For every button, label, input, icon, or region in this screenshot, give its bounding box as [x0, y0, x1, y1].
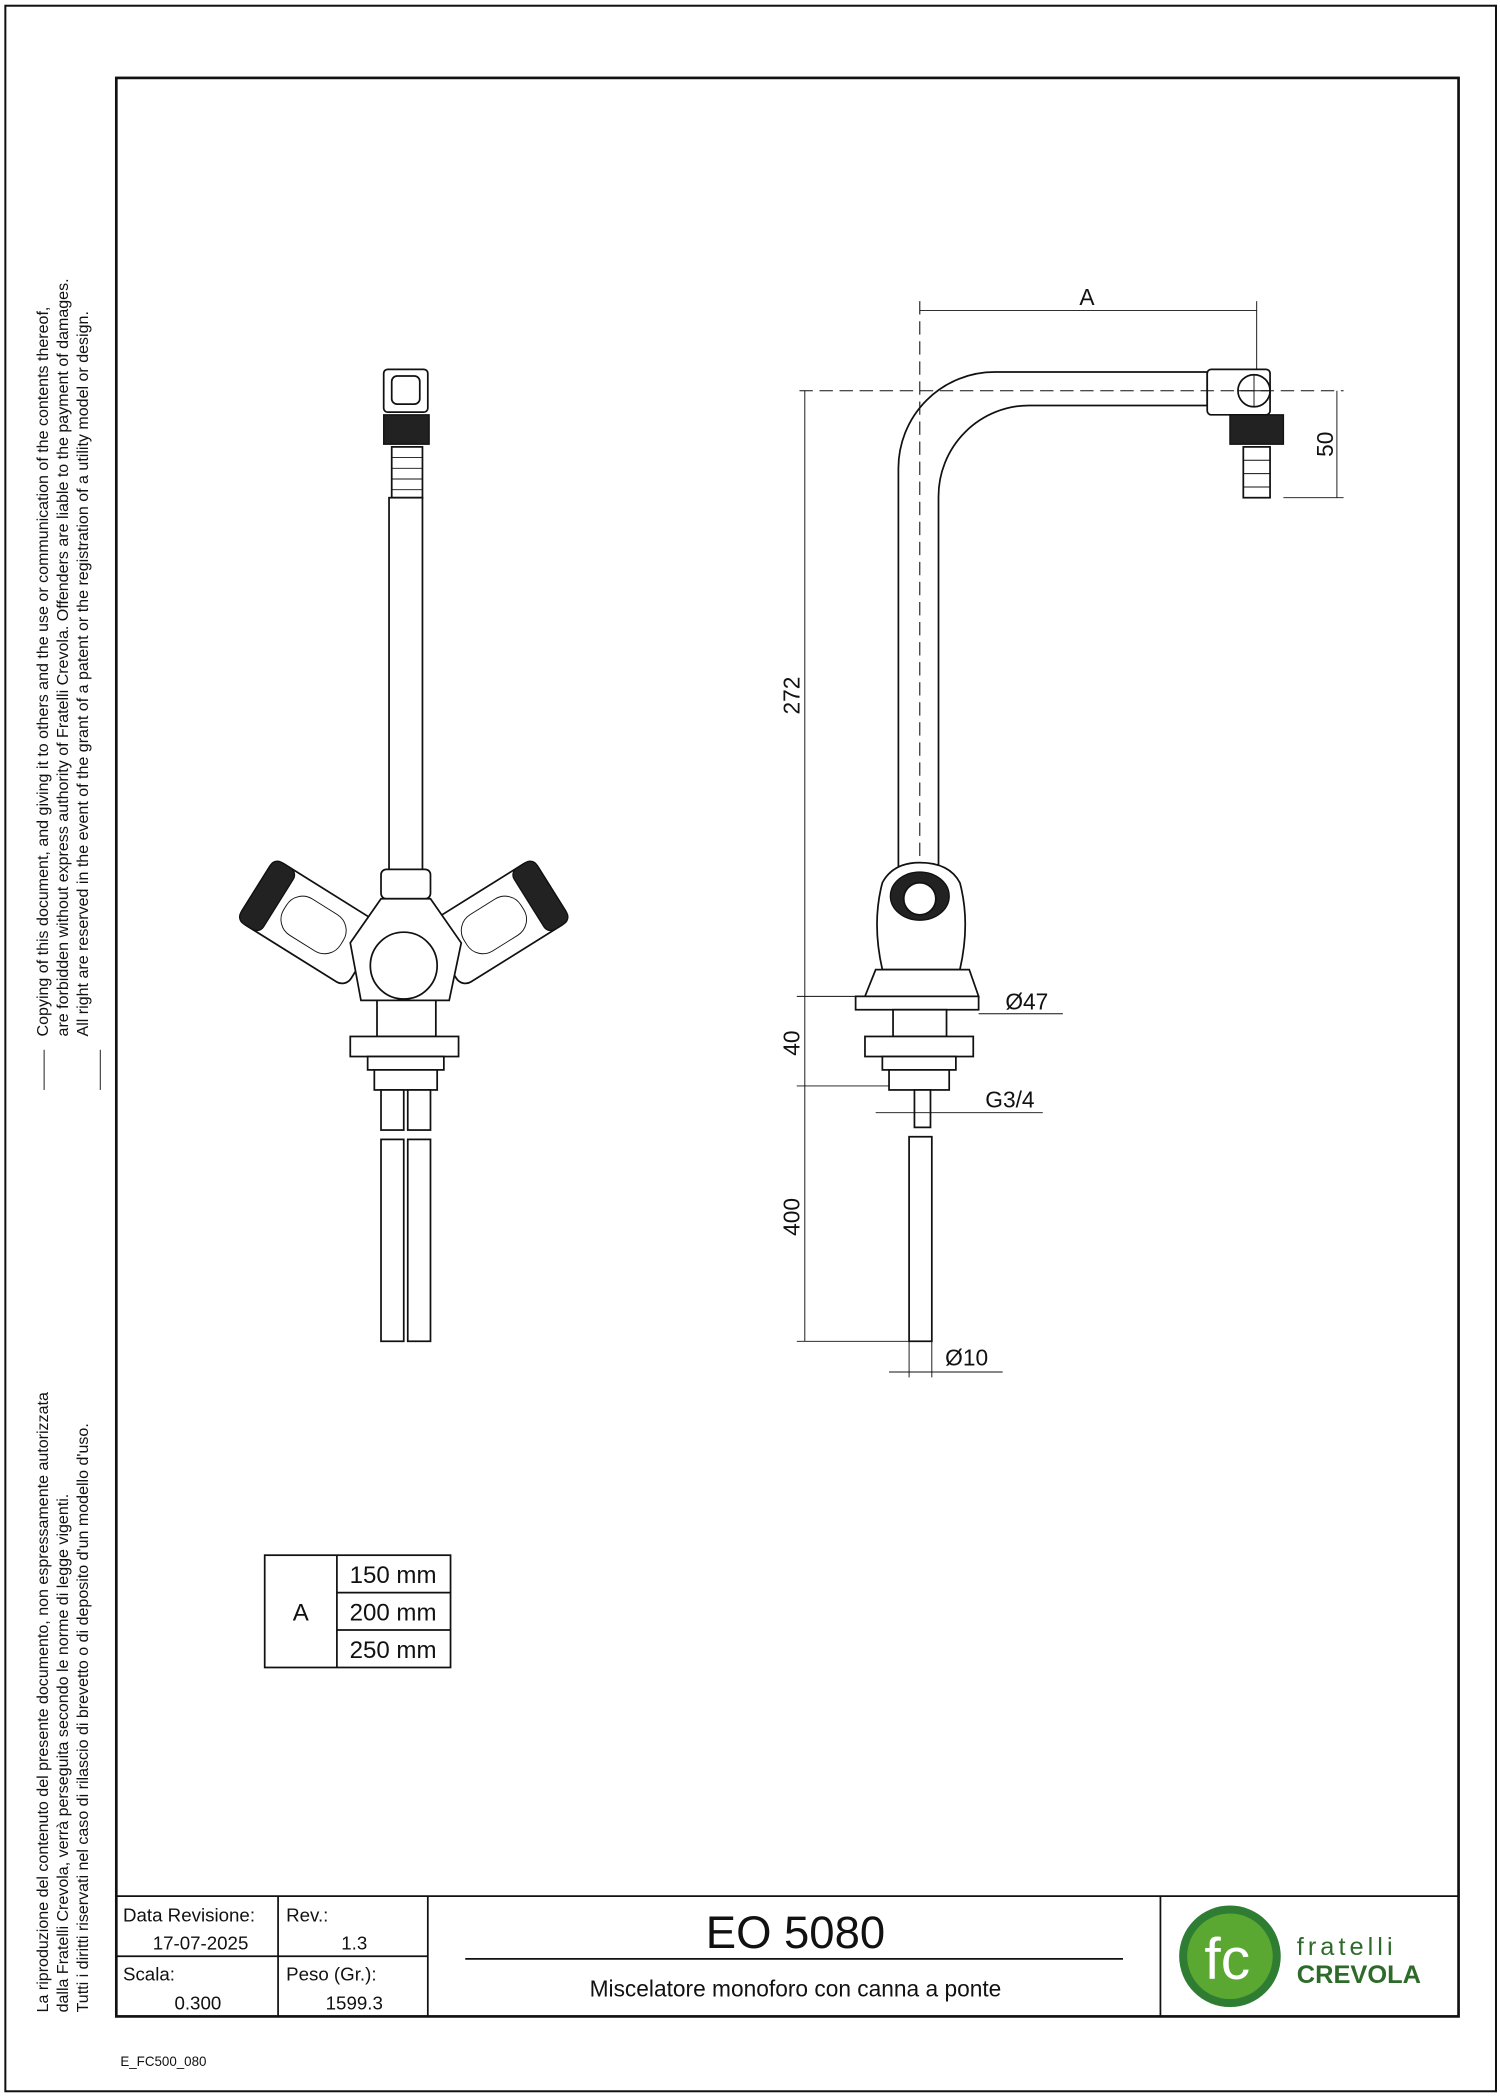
inner-frame — [114, 76, 1460, 2018]
scale-label: Scala: — [123, 1963, 175, 1984]
notice-it-line: Tutti i diritti riservati nel caso di ri… — [74, 1423, 92, 2012]
dim-50: 50 — [1312, 432, 1338, 457]
file-code: E_FC500_080 — [120, 2054, 206, 2069]
revision-date-label: Data Revisione: — [123, 1904, 255, 1925]
size-table-value: 200 mm — [350, 1600, 437, 1627]
size-table-value: 150 mm — [350, 1562, 437, 1589]
scale-value: 0.300 — [174, 1993, 221, 2014]
product-description: Miscelatore monoforo con canna a ponte — [590, 1975, 1002, 2001]
weight-value: 1599.3 — [326, 1993, 383, 2014]
notice-it-line: La riproduzione del contenuto del presen… — [34, 1392, 52, 2012]
side-notice-en: Copying of this document, and giving it … — [34, 278, 92, 1036]
logo-line2: CREVOLA — [1297, 1961, 1421, 1989]
title-block: Data Revisione: 17-07-2025 Rev.: 1.3 Sca… — [116, 1895, 1459, 2017]
logo-monogram: fc — [1204, 1927, 1250, 1992]
product-code: EO 5080 — [706, 1907, 885, 1958]
notice-en-line: are forbidden without express authority … — [54, 278, 72, 1036]
notice-it-line: dalla Fratelli Crevola, verrà perseguita… — [54, 1494, 72, 2013]
notice-en-line: Copying of this document, and giving it … — [34, 307, 52, 1037]
dim-272: 272 — [778, 677, 804, 715]
size-table: A 150 mm 200 mm 250 mm — [263, 1554, 452, 1669]
dim-diameter-47: Ø47 — [1005, 989, 1048, 1015]
front-view — [238, 368, 569, 1343]
side-view: A 50 272 40 400 Ø47 G3/4 Ø10 — [778, 284, 1344, 1378]
logo-line1: fratelli — [1297, 1933, 1397, 1961]
dim-a: A — [1079, 284, 1095, 310]
revision-date: 17-07-2025 — [153, 1933, 249, 1954]
size-table-label: A — [293, 1600, 309, 1627]
dim-40: 40 — [778, 1031, 804, 1056]
company-logo: fc fratelli CREVOLA — [1179, 1905, 1421, 2008]
dim-diameter-10: Ø10 — [945, 1344, 988, 1370]
side-notice-it: La riproduzione del contenuto del presen… — [34, 1392, 92, 2012]
notice-en-line: All right are reserved in the event of t… — [74, 311, 92, 1036]
weight-label: Peso (Gr.): — [286, 1963, 376, 1984]
outer-border — [4, 4, 1497, 2093]
dim-400: 400 — [778, 1198, 804, 1236]
size-table-value: 250 mm — [350, 1637, 437, 1664]
rev-value: 1.3 — [341, 1933, 367, 1954]
dim-thread-g34: G3/4 — [985, 1086, 1034, 1112]
rev-label: Rev.: — [286, 1904, 328, 1925]
